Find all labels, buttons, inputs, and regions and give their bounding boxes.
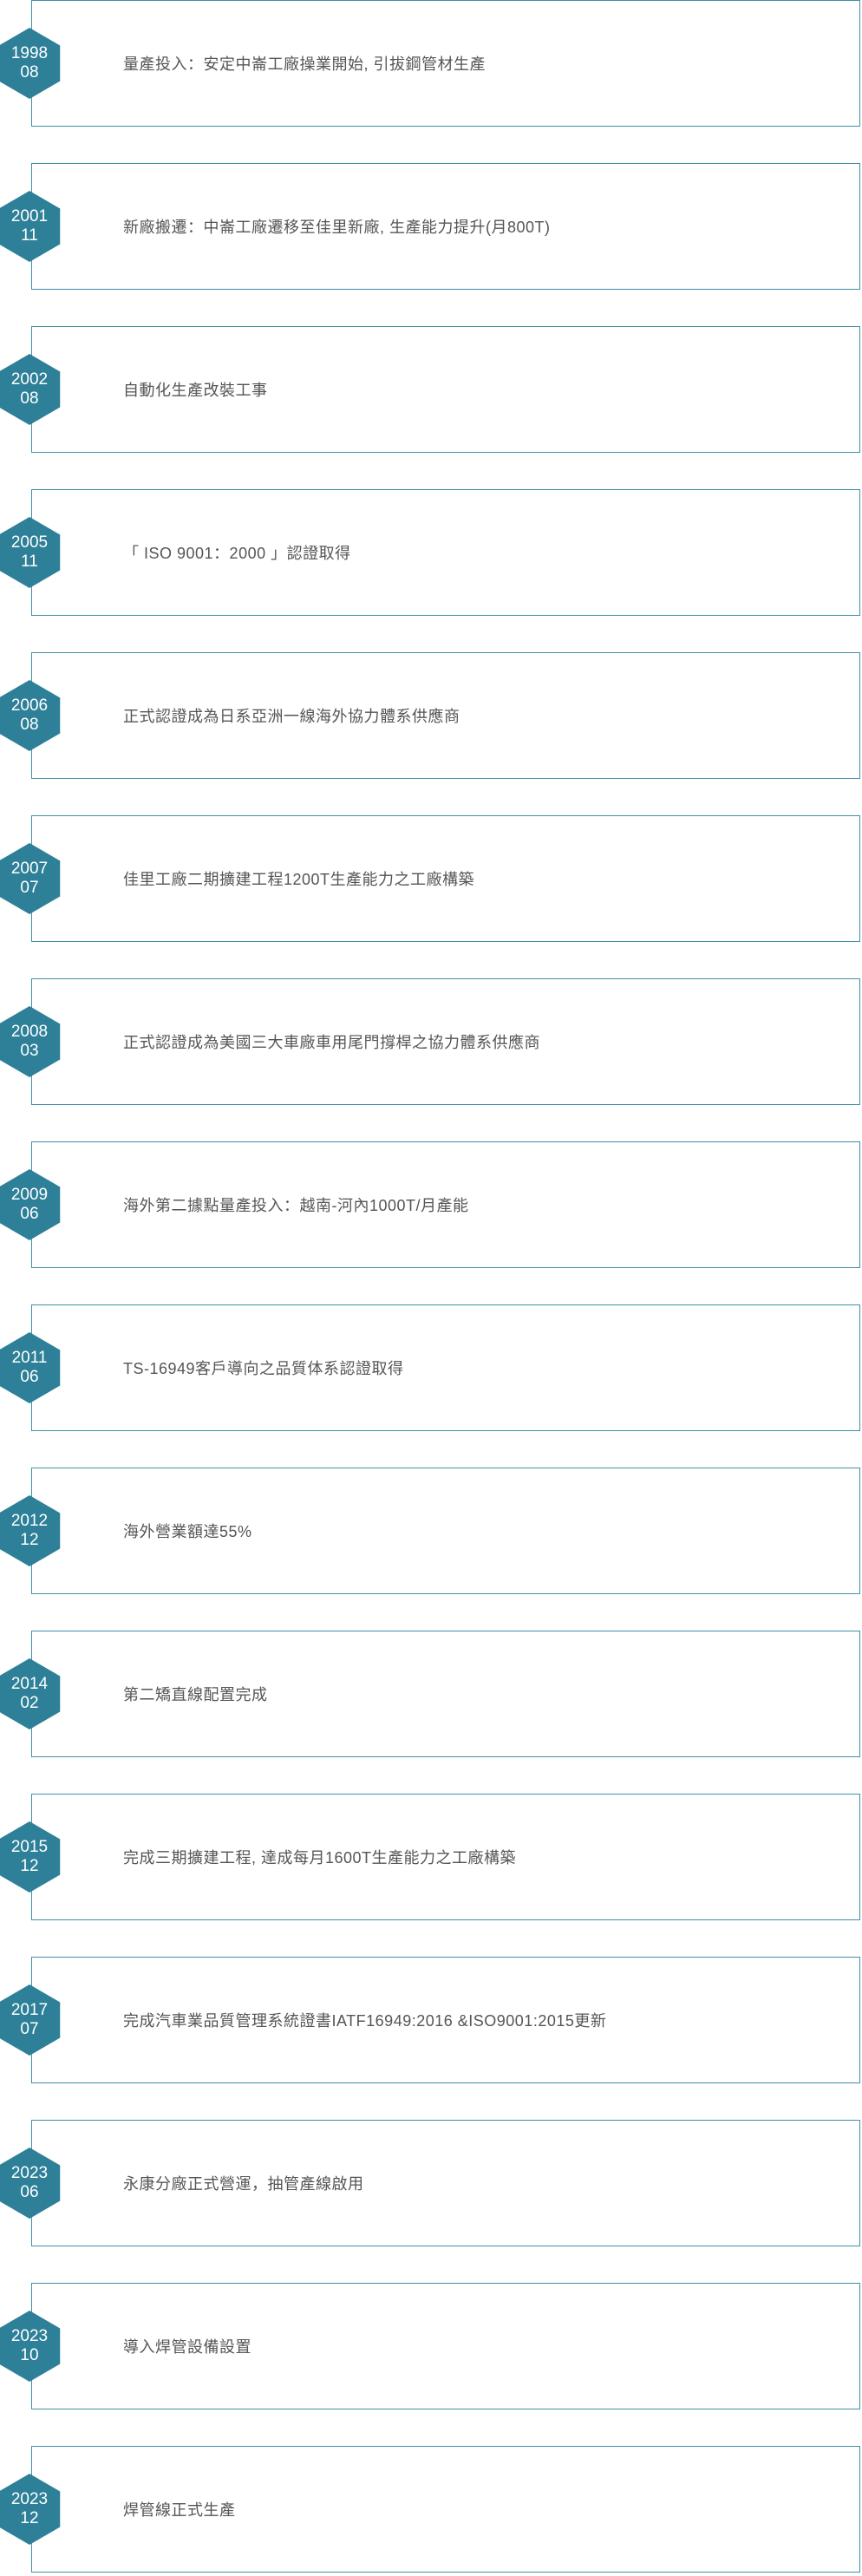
milestone-month: 12 xyxy=(20,1857,39,1875)
milestone-year: 2017 xyxy=(10,2001,49,2019)
milestone-year: 2014 xyxy=(10,1675,49,1693)
milestone-year: 2006 xyxy=(10,696,49,715)
milestone-month: 12 xyxy=(20,1531,39,1549)
timeline-card: 新廠搬遷：中崙工廠遷移至佳里新廠, 生產能力提升(月800T) xyxy=(31,163,860,290)
timeline-entry: 完成汽車業品質管理系統證書IATF16949:2016 &ISO9001:201… xyxy=(0,1957,862,2085)
milestone-year: 2005 xyxy=(10,533,49,552)
milestone-month: 03 xyxy=(20,1042,39,1060)
milestone-month: 08 xyxy=(20,389,39,408)
milestone-month: 11 xyxy=(21,226,38,245)
milestone-month: 06 xyxy=(20,1205,39,1223)
milestone-text: 量產投入：安定中崙工廠操業開始, 引拔鋼管材生產 xyxy=(123,56,486,73)
milestone-year: 2007 xyxy=(10,860,49,878)
milestone-month: 07 xyxy=(20,2020,39,2038)
milestone-month: 10 xyxy=(20,2346,39,2364)
milestone-text: 焊管線正式生產 xyxy=(123,2501,236,2519)
milestone-text: 完成三期擴建工程, 達成每月1600T生產能力之工廠構築 xyxy=(123,1849,517,1867)
milestone-text: 正式認證成為日系亞洲一線海外協力體系供應商 xyxy=(123,708,460,725)
milestone-text: 導入焊管設備設置 xyxy=(123,2338,251,2356)
milestone-text: 海外營業額達55% xyxy=(123,1523,252,1540)
timeline-card: 焊管線正式生產 xyxy=(31,2446,860,2573)
milestone-month: 06 xyxy=(20,2183,39,2201)
timeline-card: 正式認證成為日系亞洲一線海外協力體系供應商 xyxy=(31,652,860,779)
milestone-year: 2001 xyxy=(10,207,49,226)
milestone-text: 永康分廠正式營運，抽管產線啟用 xyxy=(123,2175,364,2193)
milestone-text: 佳里工廠二期擴建工程1200T生產能力之工廠構築 xyxy=(123,871,475,888)
milestone-text: 「 ISO 9001：2000 」認證取得 xyxy=(123,545,351,562)
milestone-month: 06 xyxy=(20,1368,39,1386)
milestone-text: 正式認證成為美國三大車廠車用尾門撐桿之協力體系供應商 xyxy=(123,1034,540,1051)
milestone-text: TS-16949客戶導向之品質体系認證取得 xyxy=(123,1360,404,1377)
milestone-month: 02 xyxy=(20,1694,39,1712)
milestone-text: 第二矯直線配置完成 xyxy=(123,1686,268,1703)
timeline-card: 「 ISO 9001：2000 」認證取得 xyxy=(31,489,860,616)
milestone-year: 2011 xyxy=(11,1349,48,1367)
milestone-year: 2015 xyxy=(10,1838,49,1856)
milestone-year: 2008 xyxy=(10,1023,49,1041)
timeline-card: 佳里工廠二期擴建工程1200T生產能力之工廠構築 xyxy=(31,815,860,942)
milestone-month: 08 xyxy=(20,63,39,82)
timeline-card: 完成三期擴建工程, 達成每月1600T生產能力之工廠構築 xyxy=(31,1794,860,1920)
milestone-text: 新廠搬遷：中崙工廠遷移至佳里新廠, 生產能力提升(月800T) xyxy=(123,219,551,236)
timeline-card: 自動化生產改裝工事 xyxy=(31,326,860,453)
timeline-card: TS-16949客戶導向之品質体系認證取得 xyxy=(31,1304,860,1431)
milestone-year: 2023 xyxy=(10,2164,49,2182)
milestone-year: 2023 xyxy=(10,2327,49,2345)
milestone-month: 12 xyxy=(20,2509,39,2527)
timeline-card: 海外第二據點量產投入：越南-河內1000T/月產能 xyxy=(31,1141,860,1268)
timeline-card: 永康分廠正式營運，抽管產線啟用 xyxy=(31,2120,860,2246)
milestone-year: 2009 xyxy=(10,1186,49,1204)
milestone-text: 完成汽車業品質管理系統證書IATF16949:2016 &ISO9001:201… xyxy=(123,2012,607,2030)
milestone-month: 07 xyxy=(20,879,39,897)
milestone-year: 2002 xyxy=(10,370,49,389)
milestone-year: 1998 xyxy=(10,44,49,62)
milestone-year: 2012 xyxy=(10,1512,49,1530)
timeline-card: 量產投入：安定中崙工廠操業開始, 引拔鋼管材生產 xyxy=(31,0,860,127)
milestone-text: 自動化生產改裝工事 xyxy=(123,382,268,399)
timeline-card: 海外營業額達55% xyxy=(31,1468,860,1594)
timeline-card: 導入焊管設備設置 xyxy=(31,2283,860,2409)
timeline-card: 第二矯直線配置完成 xyxy=(31,1631,860,1757)
timeline-card: 正式認證成為美國三大車廠車用尾門撐桿之協力體系供應商 xyxy=(31,978,860,1105)
milestone-month: 08 xyxy=(20,716,39,734)
milestone-month: 11 xyxy=(21,552,38,571)
milestone-text: 海外第二據點量產投入：越南-河內1000T/月產能 xyxy=(123,1197,469,1214)
timeline-card: 完成汽車業品質管理系統證書IATF16949:2016 &ISO9001:201… xyxy=(31,1957,860,2083)
milestone-year: 2023 xyxy=(10,2490,49,2508)
